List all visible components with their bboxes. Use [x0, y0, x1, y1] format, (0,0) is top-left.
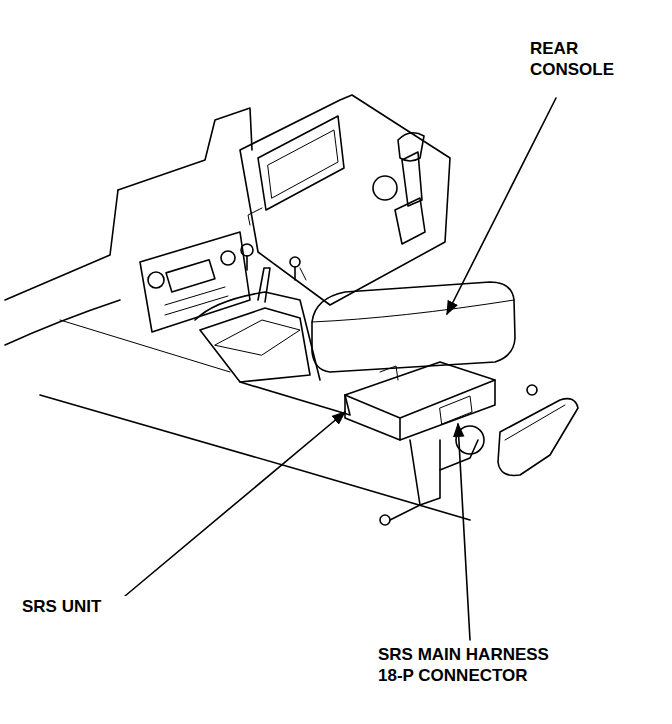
console-panel	[240, 95, 450, 305]
knob	[221, 251, 235, 265]
knob	[148, 272, 164, 288]
bolt	[380, 515, 390, 525]
srs-tab	[380, 366, 398, 380]
bolt	[241, 244, 253, 256]
part-label: SRS UNIT	[20, 596, 174, 617]
radio-panel	[140, 232, 250, 332]
floor-line	[40, 395, 470, 520]
floor-line	[5, 300, 120, 345]
leader-line	[125, 412, 345, 596]
tunnel-edge	[195, 292, 320, 380]
display-frame	[258, 116, 344, 210]
bolt	[246, 256, 248, 270]
bracket	[390, 440, 478, 520]
part-label: SRS MAIN HARNESS 18-P CONNECTOR	[376, 644, 580, 686]
rear-trim-edge	[505, 405, 565, 440]
bolt	[294, 267, 296, 280]
srs-unit	[345, 362, 495, 440]
part-label: REAR CONSOLE	[528, 38, 642, 80]
leader-line	[458, 424, 470, 640]
rear-console	[312, 282, 515, 372]
connector	[440, 396, 472, 424]
center-stack	[118, 108, 252, 190]
brake-lever	[258, 268, 270, 302]
radio-buttons	[165, 287, 228, 315]
tunnel-front	[200, 308, 310, 382]
dash-edge	[5, 190, 118, 300]
knob	[373, 176, 397, 200]
bolt	[290, 257, 300, 267]
shift-knob	[398, 133, 424, 161]
bolt	[527, 385, 537, 395]
bracket	[410, 440, 440, 505]
srs-unit-edge	[345, 380, 495, 440]
display	[268, 130, 338, 198]
radio-display	[166, 260, 215, 292]
rear-trim	[498, 399, 578, 476]
brake-slot	[215, 320, 300, 355]
tunnel-side	[240, 382, 350, 415]
rear-console-seam	[312, 300, 514, 322]
leader-line	[447, 98, 556, 314]
panel-tab	[248, 208, 306, 280]
